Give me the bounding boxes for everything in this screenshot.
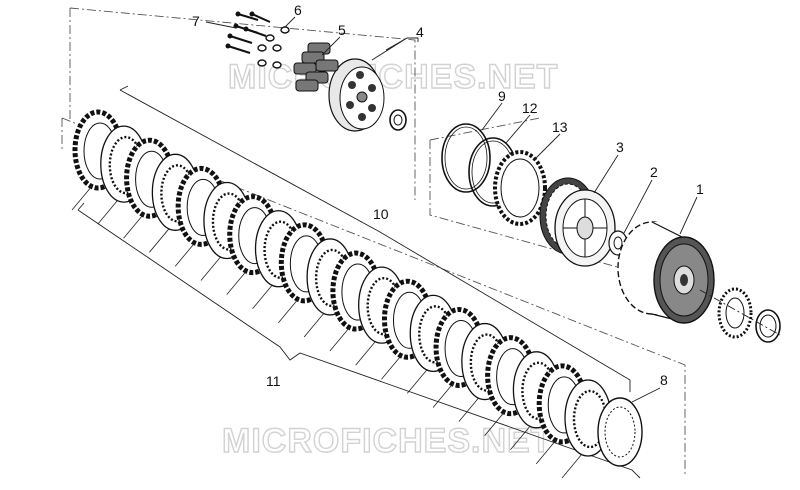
part-3-clutch-hub [539, 177, 616, 267]
circlip [755, 309, 781, 343]
leader-1 [679, 196, 698, 235]
bracket-10 [119, 89, 631, 392]
leader-4 [371, 37, 419, 61]
part-4-pressure-plate [328, 58, 407, 132]
bracket-11 [77, 209, 641, 479]
clutch-plate-stack [71, 109, 612, 479]
part-5-clutch-springs [293, 42, 339, 92]
part-13-plate [493, 150, 547, 226]
part-7-screws [225, 11, 271, 54]
leader-3 [593, 154, 619, 194]
leader-5 [321, 36, 341, 56]
part-8-end-plate [597, 397, 643, 467]
boundary-clutch-pack [61, 117, 686, 475]
callout-1: 1 [696, 181, 704, 197]
callout-8: 8 [660, 372, 668, 388]
callout-10: 10 [373, 206, 389, 222]
callout-9: 9 [498, 88, 506, 104]
bracket-11-end [77, 202, 85, 211]
boundary-upper-group [69, 7, 416, 200]
part-1-clutch-basket [617, 221, 715, 324]
callout-6: 6 [294, 2, 302, 18]
callout-13: 13 [552, 119, 568, 135]
watermark-bottom: MICROFICHES.NET [222, 422, 552, 460]
leader-12 [505, 114, 531, 144]
callout-11: 11 [266, 373, 281, 389]
leader-8 [631, 387, 661, 403]
leader-9 [481, 102, 503, 131]
callout-7: 7 [192, 13, 200, 29]
callout-3: 3 [616, 139, 624, 155]
bracket-10-end [119, 85, 129, 91]
callout-4: 4 [416, 24, 424, 40]
leader-6 [284, 16, 296, 28]
leader-13 [533, 133, 561, 161]
leader-7 [205, 21, 237, 29]
shaft-axis [699, 289, 781, 336]
callout-2: 2 [650, 164, 658, 180]
callout-12: 12 [522, 100, 538, 116]
primary-gear [717, 287, 753, 339]
watermark-top: MICROFICHES.NET [228, 58, 558, 96]
part-6-washers [257, 26, 290, 69]
part-9-ring [441, 123, 491, 193]
leader-2 [623, 179, 653, 234]
callout-5: 5 [338, 22, 346, 38]
